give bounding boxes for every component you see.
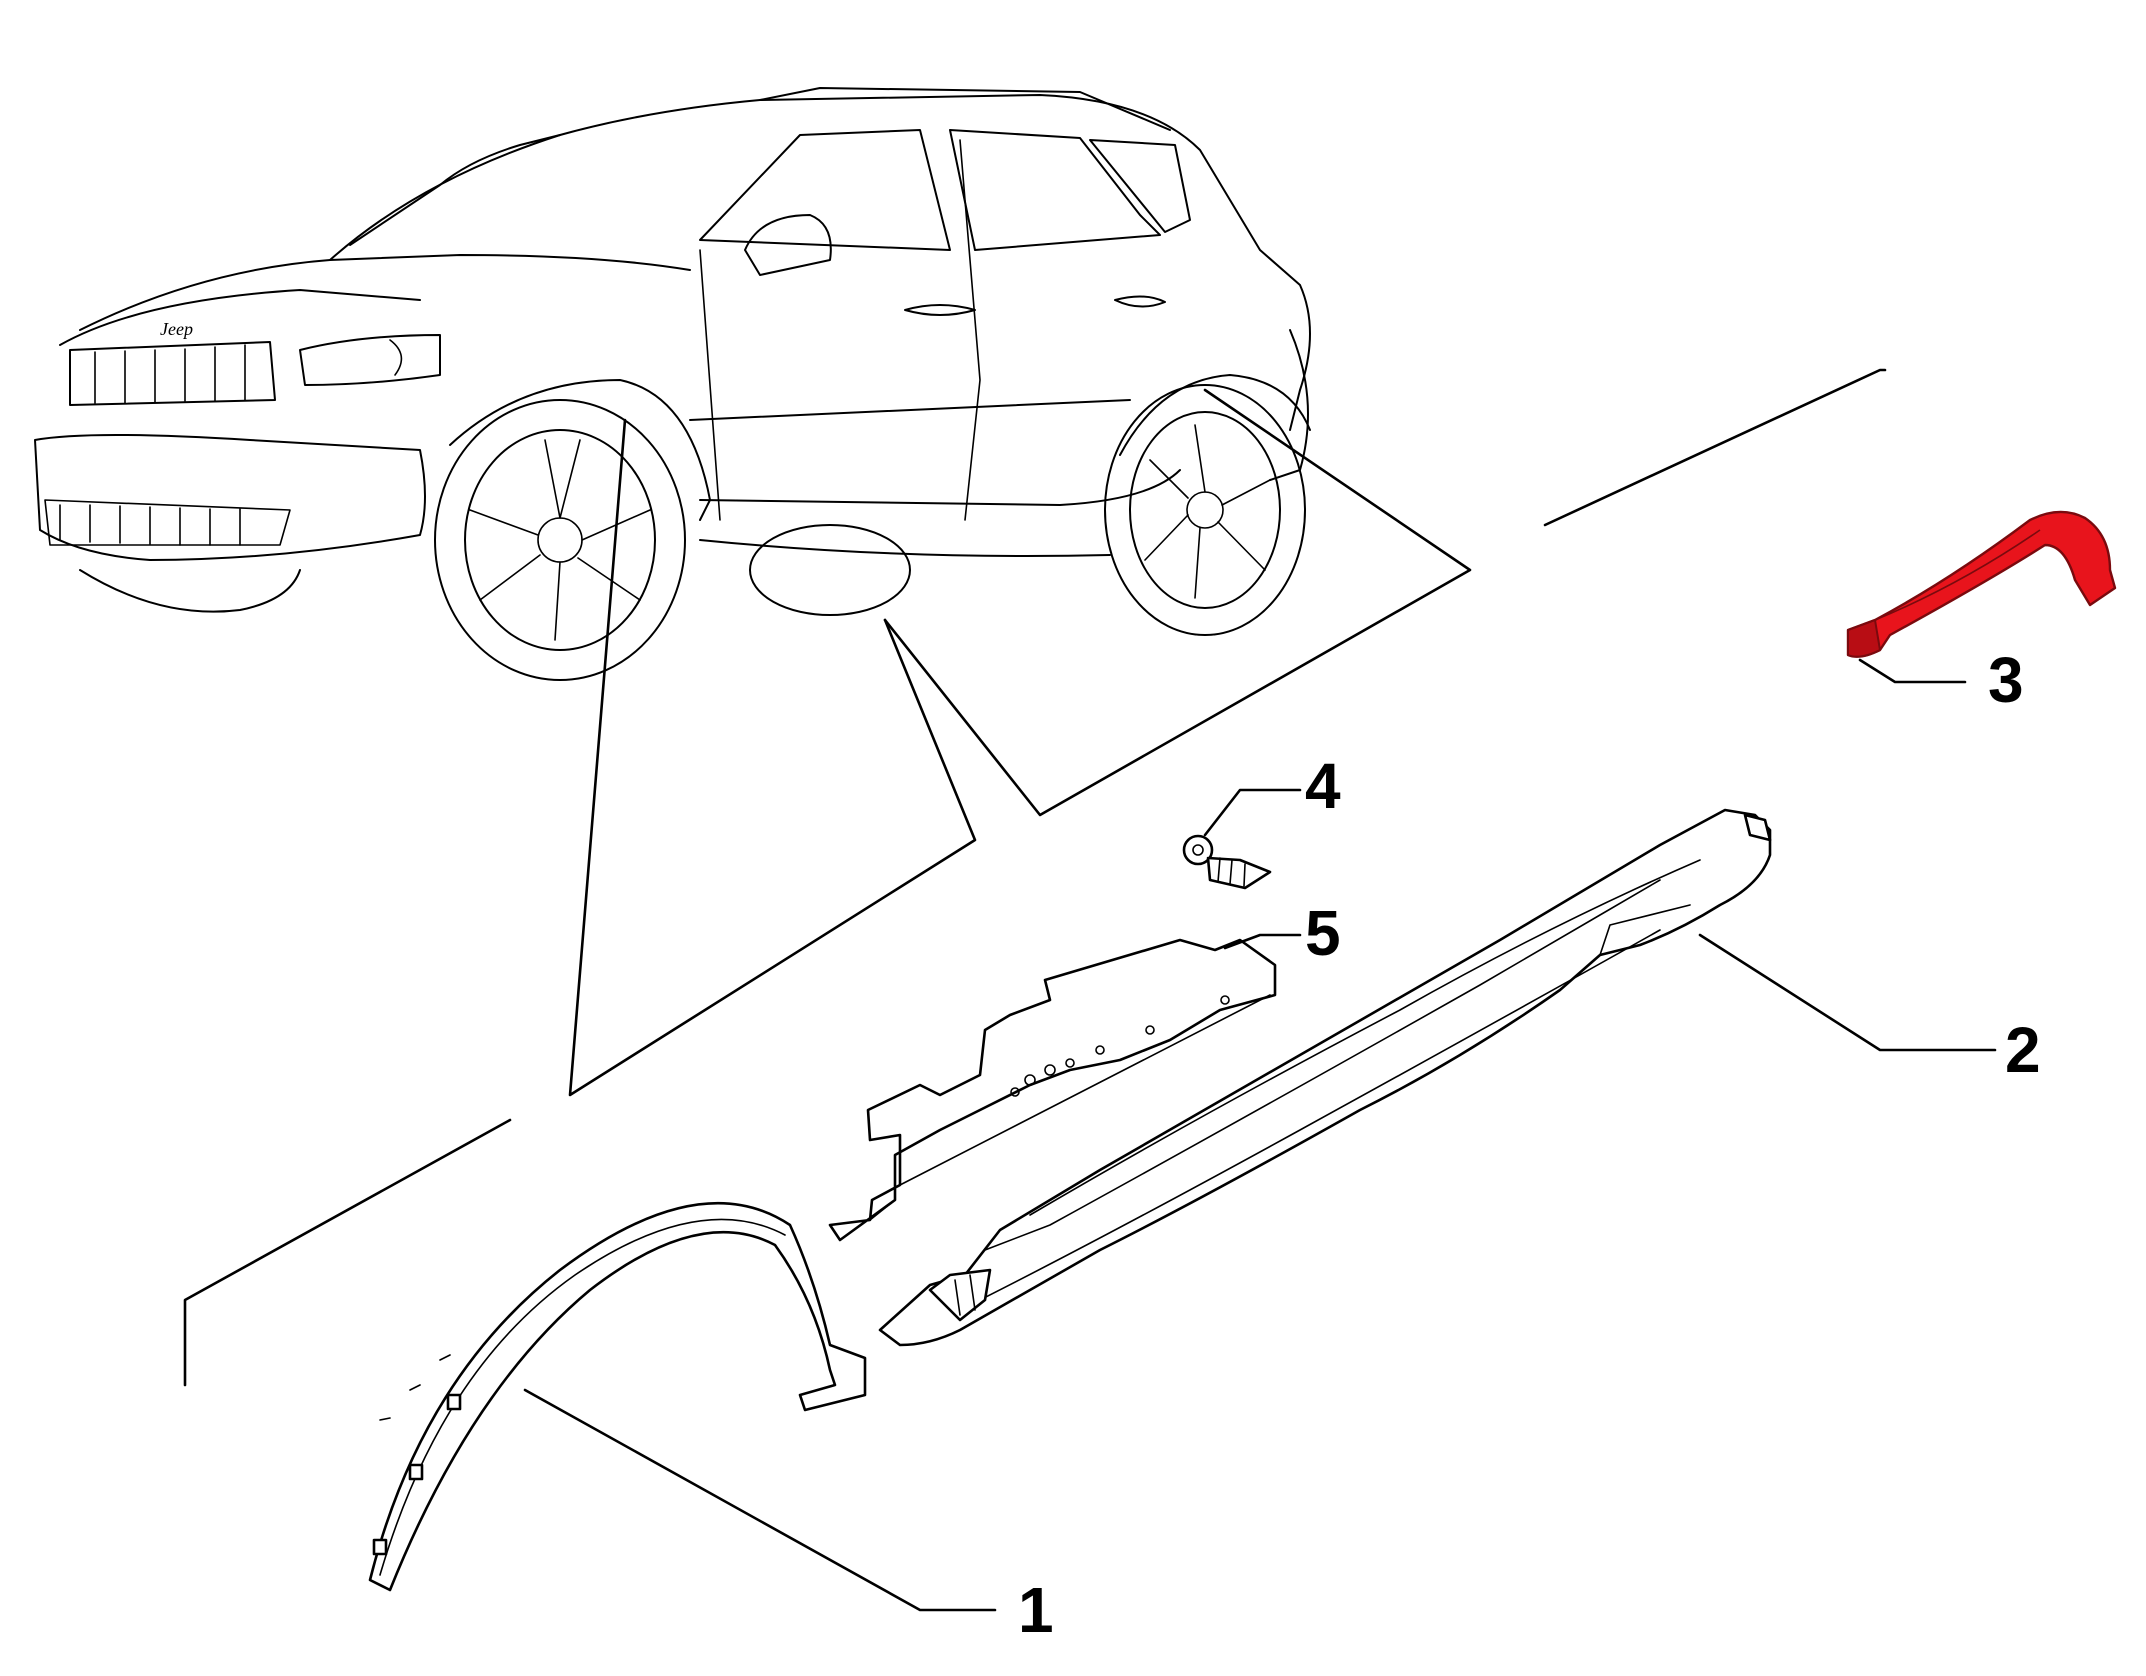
leader-part-1-projection	[568, 418, 977, 1097]
part-2-side-sill-cover	[878, 808, 1772, 1347]
part-1-front-fender-flare	[368, 1201, 867, 1592]
callout-2: 2	[2005, 1014, 2041, 1086]
leader-5	[1223, 933, 1302, 950]
callout-3: 3	[1988, 644, 2024, 716]
part-3-rear-fender-flare-highlighted	[1846, 510, 2117, 658]
vehicle-badge: Jeep	[160, 319, 193, 339]
leader-part-3-guide	[1543, 368, 1887, 527]
leader-1	[523, 1388, 997, 1612]
leader-3	[1858, 658, 1967, 684]
front-grille	[69, 341, 276, 406]
callout-5: 5	[1305, 897, 1341, 969]
vehicle-illustration: Jeep	[34, 87, 1311, 681]
leader-part-3-projection	[883, 388, 1472, 817]
callout-numbers: 1 2 3 4 5	[1018, 644, 2041, 1646]
leader-part-1-guide	[183, 1118, 512, 1387]
front-wheel	[434, 399, 686, 681]
part-3-shape	[1846, 510, 2117, 658]
part-4-push-clip	[1182, 834, 1272, 890]
leader-4	[1203, 788, 1302, 837]
callout-leaders	[523, 658, 1997, 1612]
leader-2	[1698, 933, 1997, 1052]
projection-lines	[183, 368, 1887, 1387]
callout-4: 4	[1305, 750, 1341, 822]
rear-wheel	[1104, 384, 1306, 636]
callout-1: 1	[1018, 1574, 1054, 1646]
part-5-rocker-bracket	[828, 938, 1277, 1242]
